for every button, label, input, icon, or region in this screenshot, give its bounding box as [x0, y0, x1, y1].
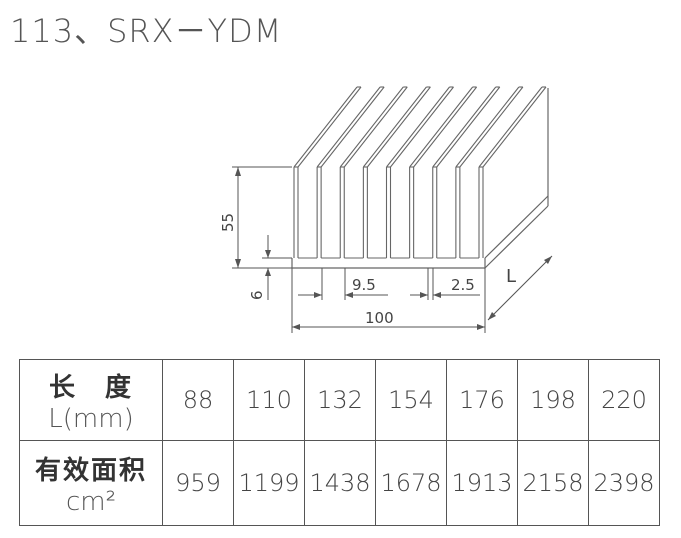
table-cell: 959 — [162, 440, 234, 526]
table-cell: 2398 — [588, 440, 660, 526]
area-header-label: 有效面积 — [34, 455, 147, 486]
table-cell: 1199 — [233, 440, 305, 526]
dim-base-label: 6 — [248, 290, 266, 300]
fin-depth-left — [386, 86, 450, 168]
table-cell: 198 — [517, 359, 589, 441]
table-cell: 220 — [588, 359, 660, 441]
fin-depth-left — [339, 86, 404, 168]
fin-depth-right — [320, 86, 385, 168]
dimension-arrows — [235, 167, 552, 330]
fin-depth-right — [390, 86, 454, 168]
table-cell: 110 — [233, 359, 305, 441]
table-cell: 132 — [304, 359, 376, 441]
table-cell: 1913 — [446, 440, 518, 526]
fin-depth-right — [366, 86, 431, 168]
dim-height-label: 55 — [219, 213, 237, 232]
back-top-edge — [484, 195, 549, 259]
table-cell: 1678 — [375, 440, 447, 526]
length-header-label: 长 度 — [48, 372, 133, 403]
fin-depth-left — [455, 86, 520, 168]
dim-pitch-label: 9.5 — [352, 276, 376, 294]
fin-depth-left — [478, 86, 543, 168]
dim-length-label: L — [506, 266, 516, 287]
fin-depth-left — [409, 86, 474, 168]
fin-depth-left — [432, 86, 497, 168]
table-cell: 154 — [375, 359, 447, 441]
fin-depth-right — [482, 86, 547, 168]
front-base — [291, 258, 486, 269]
dim-fin-label: 2.5 — [451, 276, 475, 294]
fin-depth-left — [293, 86, 358, 168]
table-cell: 2158 — [517, 440, 589, 526]
fin-depth-right — [459, 86, 524, 168]
table-cell: 1438 — [304, 440, 376, 526]
heatsink-drawing: 55 6 9.5 2.5 100 L — [219, 86, 553, 333]
fin-depth-right — [436, 86, 501, 168]
fin-depth-right — [413, 86, 478, 168]
table-cell: 88 — [162, 359, 234, 441]
heatsink-outline — [291, 88, 549, 269]
area-header-cell: 有效面积 cm² — [19, 440, 163, 526]
fin-depth-right — [297, 86, 362, 168]
table-row-area: 有效面积 cm² 959 1199 1438 1678 1913 2158 23… — [19, 440, 660, 526]
fin-depth-right — [343, 86, 408, 168]
dim-width-label: 100 — [365, 309, 394, 327]
area-unit-label: cm² — [65, 486, 117, 517]
fin-group — [293, 86, 547, 259]
table-row-length: 长 度 L(mm) 88 110 132 154 176 198 220 — [19, 359, 660, 441]
table-cell: 176 — [446, 359, 518, 441]
spec-table: 长 度 L(mm) 88 110 132 154 176 198 220 有效面… — [19, 359, 660, 526]
page-title: 113、SRX－YDM — [10, 12, 283, 50]
length-header-cell: 长 度 L(mm) — [19, 359, 163, 441]
back-bottom-edge — [484, 205, 549, 269]
fin-depth-left — [362, 86, 427, 168]
length-unit-label: L(mm) — [48, 403, 134, 434]
fin-depth-left — [316, 86, 381, 168]
